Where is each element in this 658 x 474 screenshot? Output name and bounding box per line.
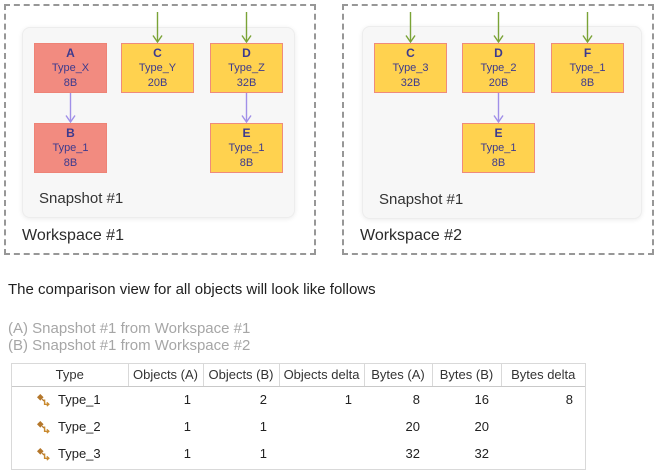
- objects-a-value: 1: [183, 446, 191, 461]
- objects-delta-value: [279, 440, 364, 467]
- column-header-bytes-delta[interactable]: Bytes delta: [501, 364, 585, 387]
- type-icon: [37, 447, 50, 461]
- object-node-E: E Type_1 8B: [210, 123, 283, 173]
- object-node-B: B Type_1 8B: [34, 123, 107, 173]
- type-icon: [37, 420, 50, 434]
- object-node-C: C Type_3 32B: [374, 43, 447, 93]
- type-name: Type_3: [58, 446, 101, 461]
- objects-a-value: 1: [183, 392, 191, 408]
- type-name: Type_1: [58, 392, 101, 408]
- column-header-type[interactable]: Type: [12, 364, 129, 387]
- objects-b-value: 2: [259, 392, 267, 408]
- object-node-C: C Type_Y 20B: [121, 43, 194, 93]
- snapshot-label: Snapshot #1: [379, 191, 464, 208]
- type-icon: [37, 393, 50, 407]
- bytes-delta-value: [501, 440, 585, 467]
- object-node-E: E Type_1 8B: [462, 123, 535, 173]
- bytes-delta-value: 8: [565, 392, 573, 408]
- legend-snapshot-a: (A) Snapshot #1 from Workspace #1: [8, 320, 251, 337]
- section-title: The comparison view for all objects will…: [8, 281, 376, 298]
- object-node-A: A Type_X 8B: [34, 43, 107, 93]
- workspace-label: Workspace #2: [360, 227, 462, 244]
- objects-b-value: 1: [259, 419, 267, 434]
- bytes-delta-value: [501, 413, 585, 440]
- legend-snapshot-b: (B) Snapshot #1 from Workspace #2: [8, 337, 251, 354]
- bytes-b-value: 32: [474, 446, 489, 461]
- table-row[interactable]: Type_2 1 1 20 20: [12, 413, 585, 440]
- column-header-bytes-b[interactable]: Bytes (B): [432, 364, 502, 387]
- column-header-objects-delta[interactable]: Objects delta: [279, 364, 365, 387]
- comparison-table: Type Objects (A) Objects (B) Objects del…: [11, 363, 586, 470]
- bytes-a-value: 20: [405, 419, 420, 434]
- objects-a-value: 1: [183, 419, 191, 434]
- type-name: Type_2: [58, 419, 101, 434]
- column-header-bytes-a[interactable]: Bytes (A): [364, 364, 433, 387]
- workspace-label: Workspace #1: [22, 227, 124, 244]
- object-node-D: D Type_Z 32B: [210, 43, 283, 93]
- workspace-2-box: Snapshot #1 C Type_3 32B D Type_2 20B F …: [342, 4, 654, 255]
- bytes-a-value: 8: [412, 392, 420, 408]
- bytes-b-value: 20: [474, 419, 489, 434]
- object-node-F: F Type_1 8B: [551, 43, 624, 93]
- object-node-D: D Type_2 20B: [462, 43, 535, 93]
- bytes-a-value: 32: [405, 446, 420, 461]
- workspace-1-box: Snapshot #1 A Type_X 8B C Type_Y 20B D T…: [4, 4, 316, 255]
- table-row[interactable]: Type_1 1 2 1 8 16 8: [12, 386, 585, 413]
- column-header-objects-b[interactable]: Objects (B): [203, 364, 280, 387]
- bytes-b-value: 16: [474, 392, 489, 408]
- snapshot-label: Snapshot #1: [39, 190, 124, 207]
- objects-delta-value: [279, 413, 364, 440]
- table-header-row: Type Objects (A) Objects (B) Objects del…: [12, 364, 585, 387]
- table-row[interactable]: Type_3 1 1 32 32: [12, 440, 585, 467]
- column-header-objects-a[interactable]: Objects (A): [128, 364, 204, 387]
- objects-b-value: 1: [259, 446, 267, 461]
- objects-delta-value: 1: [344, 392, 352, 408]
